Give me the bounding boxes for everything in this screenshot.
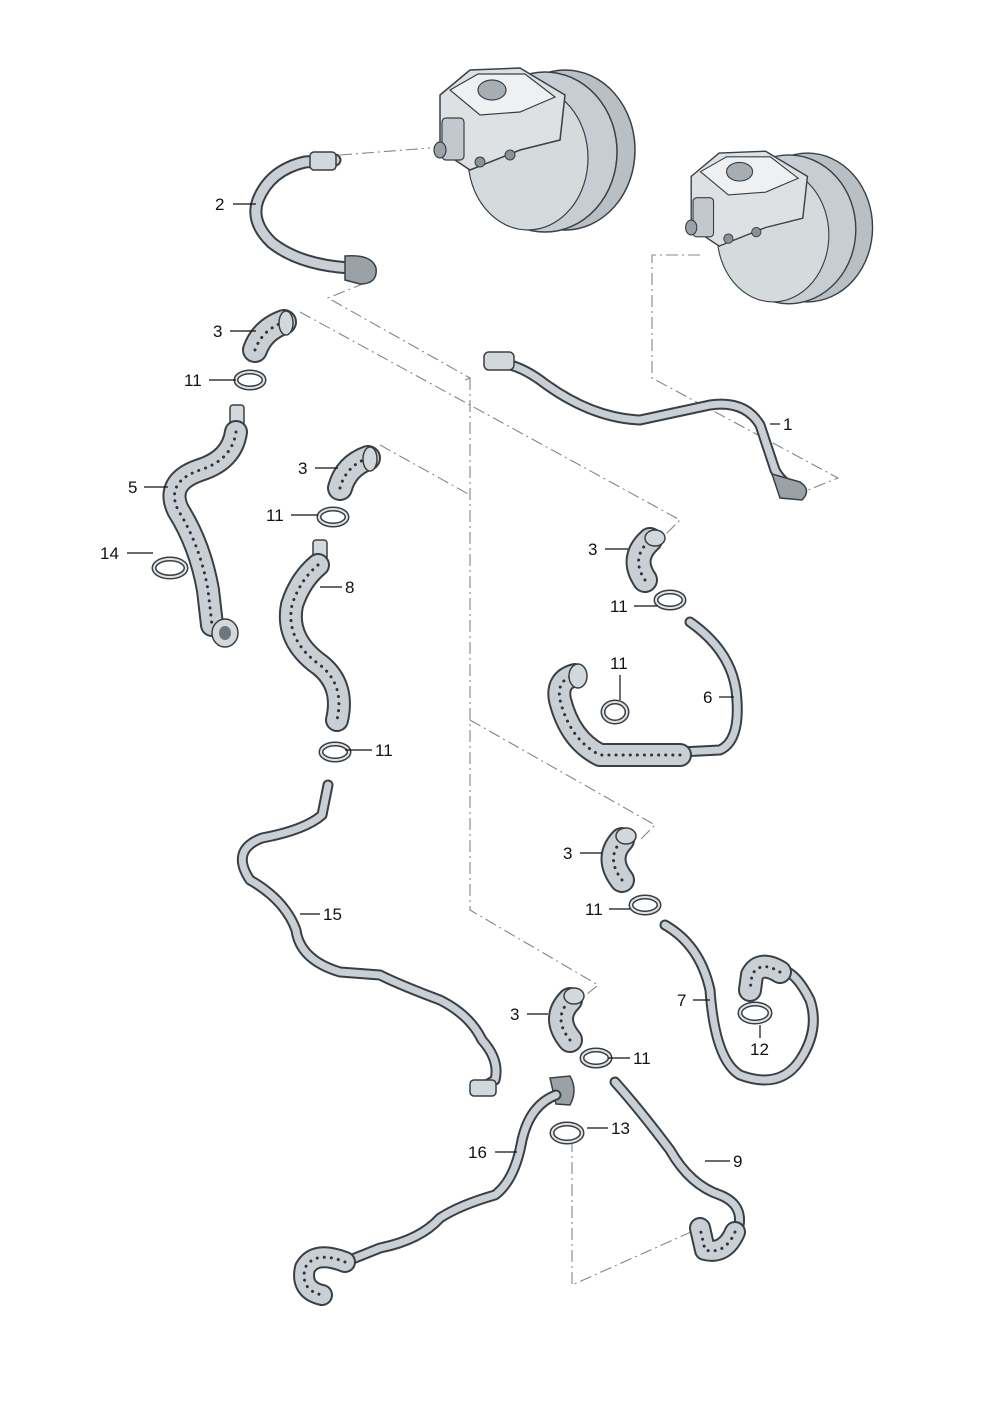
callout-11: 11 (610, 654, 628, 673)
callout-11: 11 (633, 1049, 651, 1068)
callout-8: 8 (345, 578, 354, 597)
callout-11: 11 (266, 506, 284, 525)
callout-1: 1 (783, 415, 792, 434)
callout-11: 11 (375, 741, 393, 760)
hose-clamp-icon (151, 556, 189, 580)
brake-booster-icon (433, 67, 636, 233)
callout-leaders (127, 203, 780, 1162)
callout-9: 9 (733, 1152, 742, 1171)
vacuum-line-7 (659, 919, 819, 1086)
vacuum-line-16 (293, 1075, 575, 1306)
callout-16: 16 (468, 1143, 487, 1162)
callout-13: 13 (611, 1119, 630, 1138)
brake-booster-icon (685, 150, 874, 305)
vacuum-line-1 (483, 351, 808, 501)
callout-7: 7 (677, 991, 686, 1010)
callout-11: 11 (184, 371, 202, 390)
callout-11: 11 (585, 900, 603, 919)
hose-clamp-icon (600, 699, 630, 725)
vacuum-line-15 (236, 779, 502, 1097)
hose-elbow-icon (548, 987, 585, 1053)
vacuum-line-9 (609, 1076, 746, 1262)
callout-6: 6 (703, 688, 712, 707)
callout-14: 14 (100, 544, 119, 563)
hose-clamp-icon (549, 1121, 585, 1145)
hose-clamp-icon (653, 589, 687, 611)
callout-labels: 2 1 3 3 3 3 3 5 6 7 8 9 11 11 11 11 11 1… (100, 195, 792, 1171)
callout-12: 12 (750, 1040, 769, 1059)
callout-3: 3 (213, 322, 222, 341)
callout-3: 3 (298, 459, 307, 478)
callout-15: 15 (323, 905, 342, 924)
hose-clamp-icon (737, 1001, 773, 1025)
callout-5: 5 (128, 478, 137, 497)
hose-elbow-icon (242, 309, 297, 363)
reference-lines (299, 147, 840, 1286)
callout-3: 3 (588, 540, 597, 559)
callout-2: 2 (215, 195, 224, 214)
hose-clamp-icon (233, 369, 267, 391)
hose-clamp-icon (628, 894, 662, 916)
hose-clamp-icon (316, 506, 350, 528)
hose-elbow-icon (600, 827, 637, 893)
callout-11: 11 (610, 597, 628, 616)
hose-elbow-icon (625, 527, 666, 593)
hose-clamp-icon (318, 741, 352, 763)
vacuum-line-2 (249, 151, 377, 285)
vacuum-hose-5 (162, 404, 248, 648)
vacuum-hose-8 (278, 539, 351, 732)
callout-3: 3 (563, 844, 572, 863)
hose-clamp-icon (579, 1047, 613, 1069)
vacuum-line-6 (547, 616, 743, 767)
callout-3: 3 (510, 1005, 519, 1024)
hose-elbow-icon (327, 445, 381, 501)
